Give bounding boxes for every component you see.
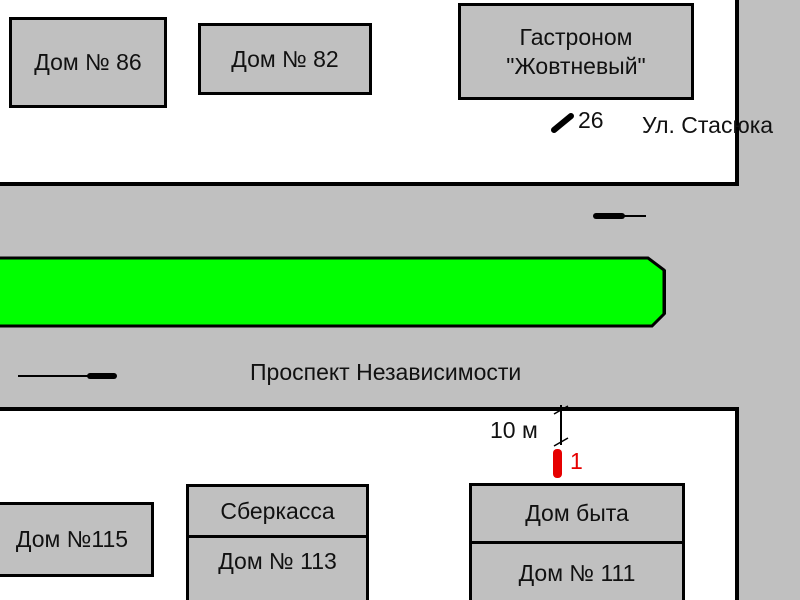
building-gastronom: Гастроном "Жовтневый" [458,3,694,100]
street-label-prospekt: Проспект Независимости [250,359,522,385]
building-house-115-label: Дом №115 [15,526,129,553]
building-house-115: Дом №115 [0,502,154,577]
building-house-82: Дом № 82 [198,23,372,95]
bus-stop-26-label: 26 [578,107,604,133]
distance-label: 10 м [490,417,538,443]
sberkassa-section: Сберкасса [189,487,366,538]
building-house-86-label: Дом № 86 [34,49,142,76]
gastronom-label-line1: Гастроном [519,23,633,50]
house-111-label: Дом № 111 [518,560,636,586]
building-house-86: Дом № 86 [9,17,167,108]
house-113-label: Дом № 113 [218,547,337,574]
sberkassa-label: Сберкасса [220,497,335,524]
house-113-section: Дом № 113 [189,535,366,600]
green-median [0,257,666,327]
building-dom-byta-111: Дом быта Дом № 111 [469,483,685,600]
gastronom-label-line2: "Жовтневый" [506,52,646,79]
bus-stop-1-label: 1 [570,448,583,474]
street-label-stasyuka: Ул. Стасюка [642,112,774,138]
dom-byta-label: Дом быта [525,500,629,526]
house-111-section: Дом № 111 [472,541,682,600]
dom-byta-section: Дом быта [472,486,682,544]
building-sberkassa-113: Сберкасса Дом № 113 [186,484,369,600]
building-house-82-label: Дом № 82 [231,45,339,72]
